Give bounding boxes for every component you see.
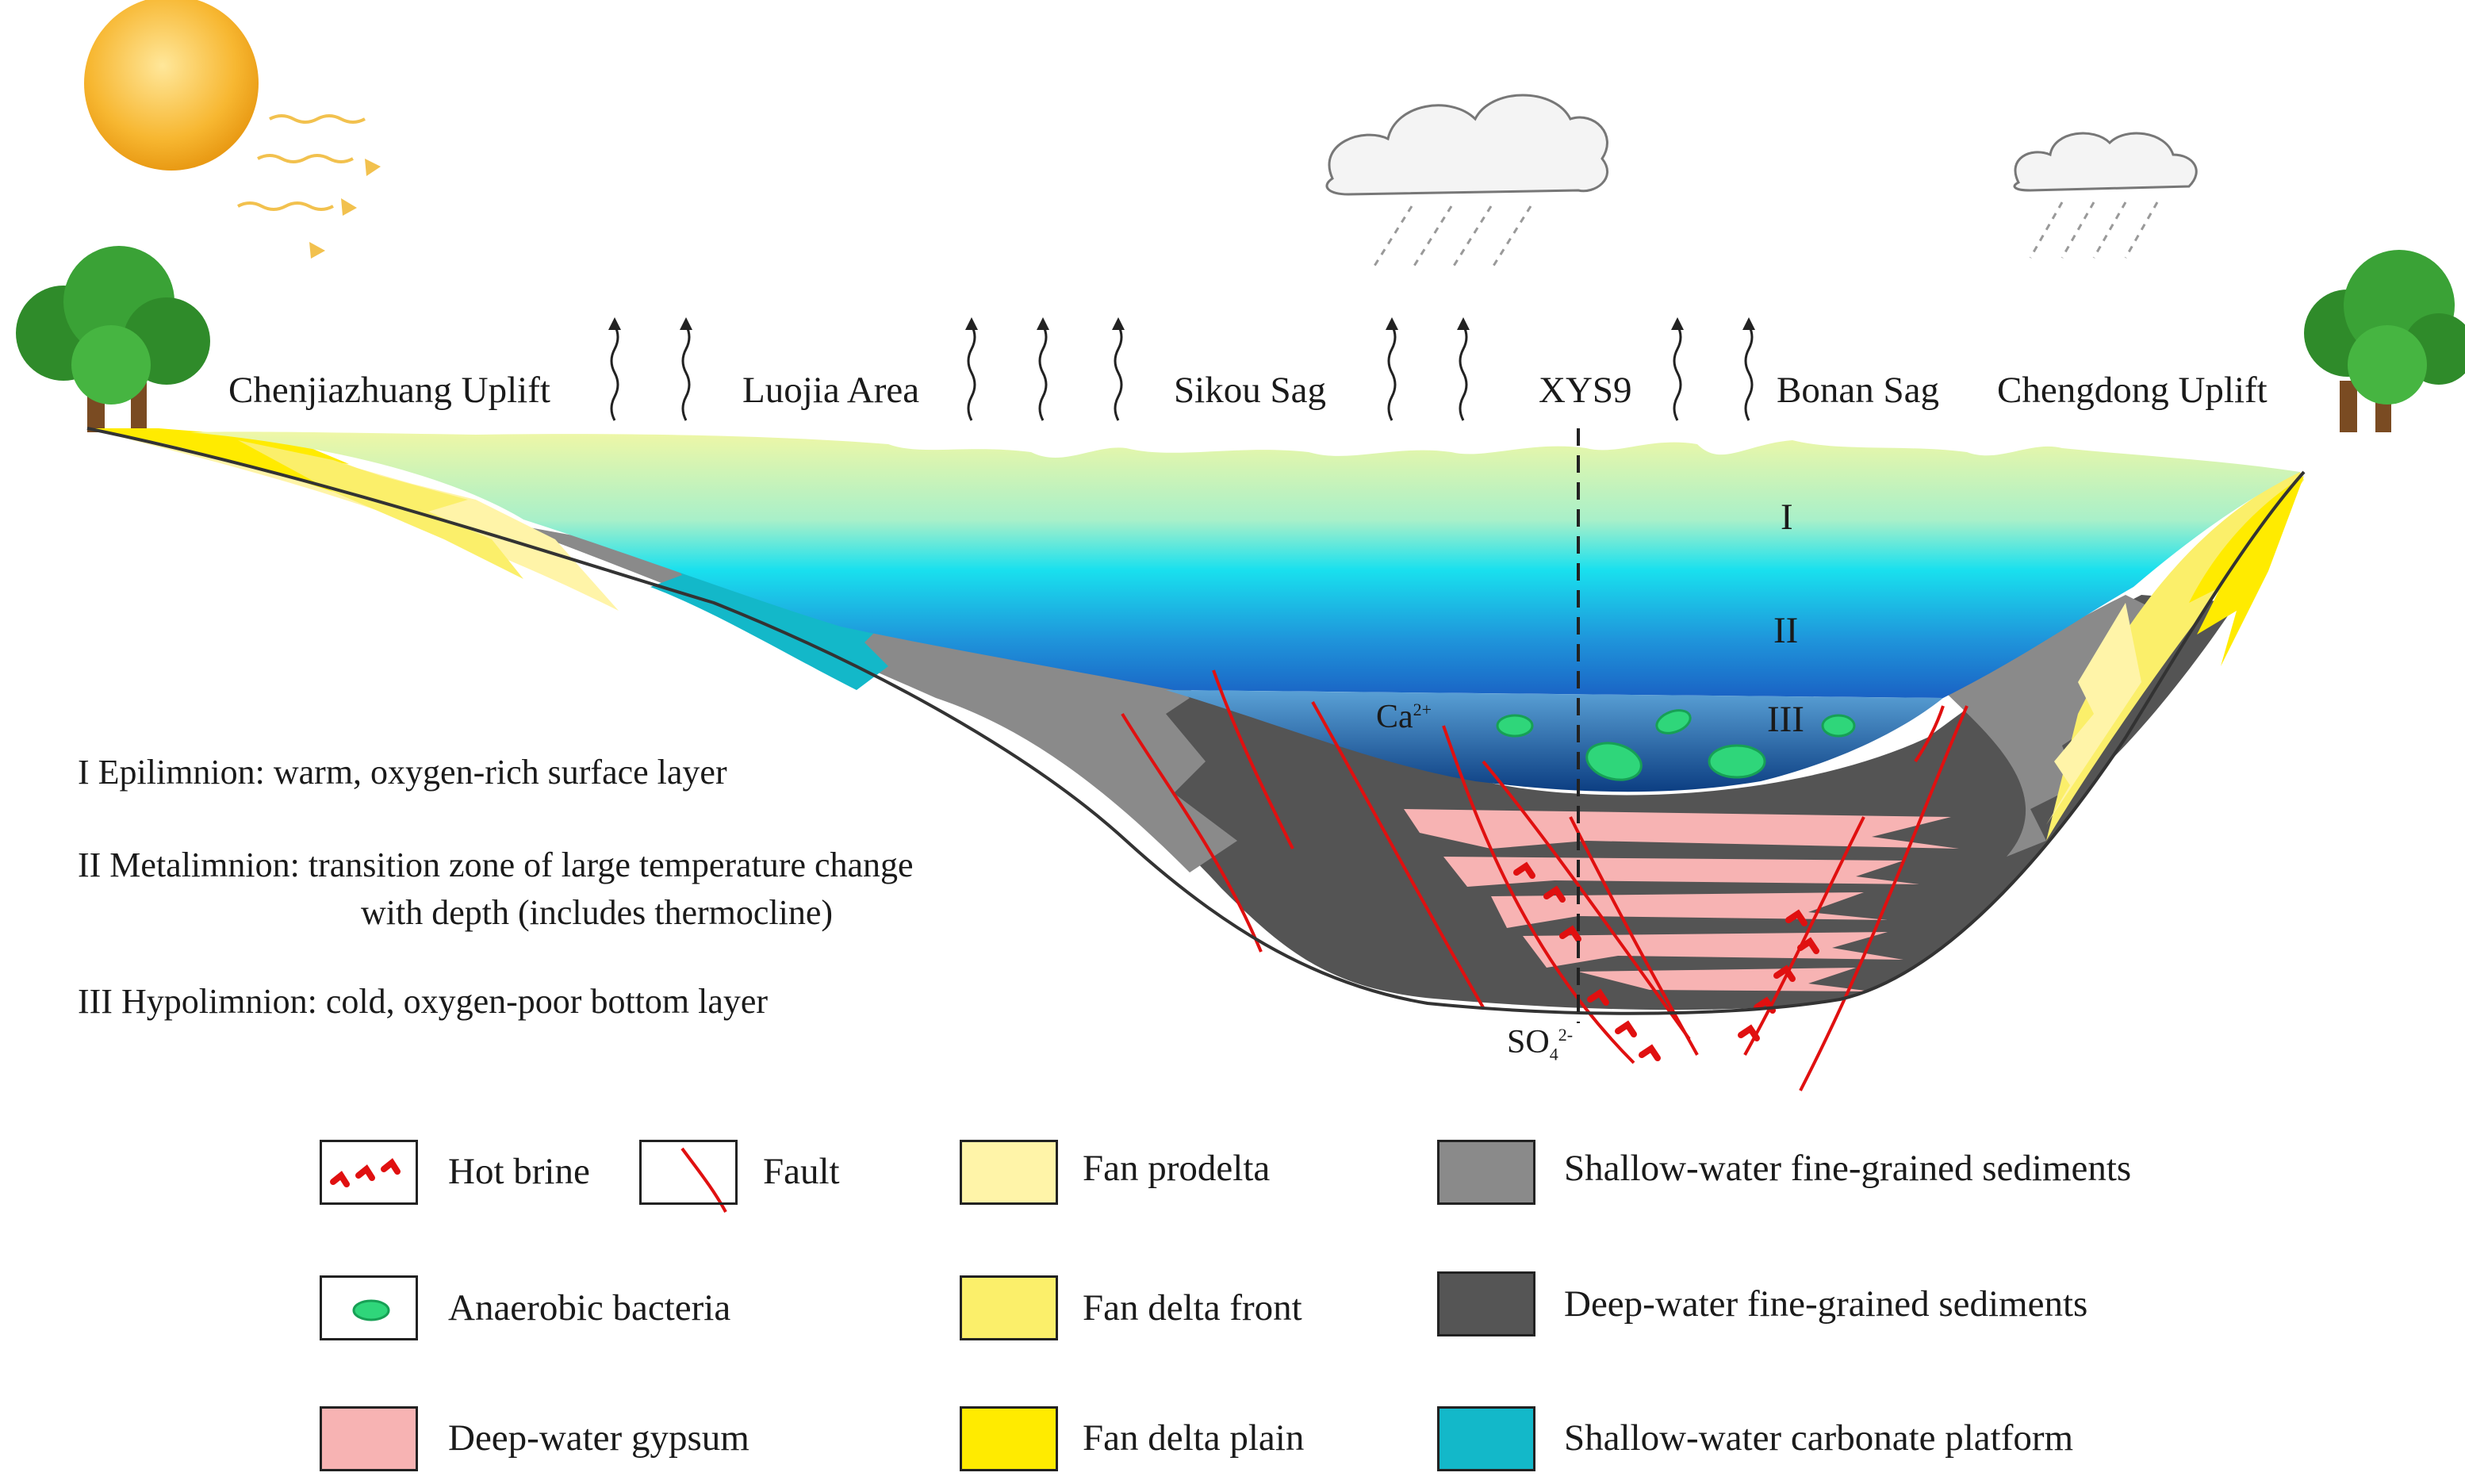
sulfate-ion-label: SO42- [1507, 1024, 1574, 1064]
tree-icon [16, 246, 210, 432]
calcium-ion-label: Ca2+ [1376, 699, 1432, 735]
definition-hypolimnion: III Hypolimnion: cold, oxygen-poor botto… [78, 982, 769, 1021]
definition-metalimnion-cont: with depth (includes thermocline) [361, 893, 834, 932]
legend-swatch-fan-delta-plain [960, 1406, 1058, 1471]
place-label-bonan-sag: Bonan Sag [1777, 370, 1939, 411]
place-label-chengdong-uplift: Chengdong Uplift [1997, 370, 2268, 411]
legend-label-hot-brine: Hot brine [448, 1151, 590, 1192]
legend-swatch-shallow-fine [1437, 1140, 1535, 1205]
fan-delta-plain-left [87, 428, 349, 492]
evaporation-arrowheads [608, 317, 1755, 330]
legend-label-fan-delta-front: Fan delta front [1083, 1287, 1302, 1329]
hot-brine-symbols [1513, 861, 1819, 1061]
legend-swatch-fan-delta-front [960, 1275, 1058, 1340]
bacteria-icon [1708, 744, 1766, 779]
legend-label-shallow-fine: Shallow-water fine-grained sediments [1564, 1148, 2132, 1189]
fan-delta-left [87, 428, 619, 611]
bacteria-icon [1655, 709, 1692, 734]
anaerobic-bacteria-group [1496, 709, 1856, 781]
place-label-luojia-area: Luojia Area [742, 370, 920, 411]
legend-label-anaerobic-bacteria: Anaerobic bacteria [448, 1287, 731, 1329]
legend-swatch-gypsum [320, 1406, 418, 1471]
legend-swatch-fault [639, 1140, 738, 1205]
fan-delta-plain-right [2189, 476, 2304, 666]
legend-label-deep-fine: Deep-water fine-grained sediments [1564, 1283, 2088, 1325]
definition-metalimnion: II Metalimnion: transition zone of large… [78, 846, 914, 884]
legend-label-fan-prodelta: Fan prodelta [1083, 1148, 1271, 1189]
legend-label-carbonate: Shallow-water carbonate platform [1564, 1417, 2074, 1459]
bacteria-icon [1585, 742, 1643, 781]
tree-icon [2304, 250, 2465, 432]
legend-swatch-bacteria [320, 1275, 418, 1340]
definition-epilimnion: I Epilimnion: warm, oxygen-rich surface … [78, 753, 727, 792]
fault-legend-icon [680, 1147, 727, 1213]
hot-brine-legend-icon [330, 1158, 401, 1187]
legend-swatch-carbonate [1437, 1406, 1535, 1471]
legend-label-fan-delta-plain: Fan delta plain [1083, 1417, 1305, 1459]
place-label-xys9: XYS9 [1539, 370, 1632, 411]
fault-lines [1121, 669, 1969, 1091]
cloud-rain-icon [2013, 132, 2198, 259]
bacteria-icon [1496, 714, 1534, 738]
cloud-rain-icon [1325, 94, 1608, 270]
bacteria-legend-icon [352, 1299, 390, 1321]
legend-swatch-hot-brine [320, 1140, 418, 1205]
zone-label-iii: III [1767, 699, 1804, 740]
basin-outline [86, 427, 2306, 1015]
sun-icon [84, 0, 381, 259]
zone-label-i: I [1781, 497, 1793, 538]
place-label-sikou-sag: Sikou Sag [1174, 370, 1326, 411]
legend-swatch-fan-prodelta [960, 1140, 1058, 1205]
legend-swatch-deep-fine [1437, 1271, 1535, 1336]
shallow-fine-sediment [508, 523, 1237, 872]
lake-water [190, 431, 2300, 698]
evaporation-arrows [610, 324, 1754, 421]
legend-label-deep-water-gypsum: Deep-water gypsum [448, 1417, 749, 1459]
bacteria-icon [1821, 714, 1856, 738]
fan-delta-prodelta-right [2046, 603, 2141, 825]
carbonate-platform [650, 555, 888, 690]
fan-delta-front-left [238, 440, 523, 579]
legend-label-fault: Fault [763, 1151, 840, 1192]
zone-label-ii: II [1773, 610, 1799, 651]
place-label-chenjiazhuang-uplift: Chenjiazhuang Uplift [228, 370, 550, 411]
